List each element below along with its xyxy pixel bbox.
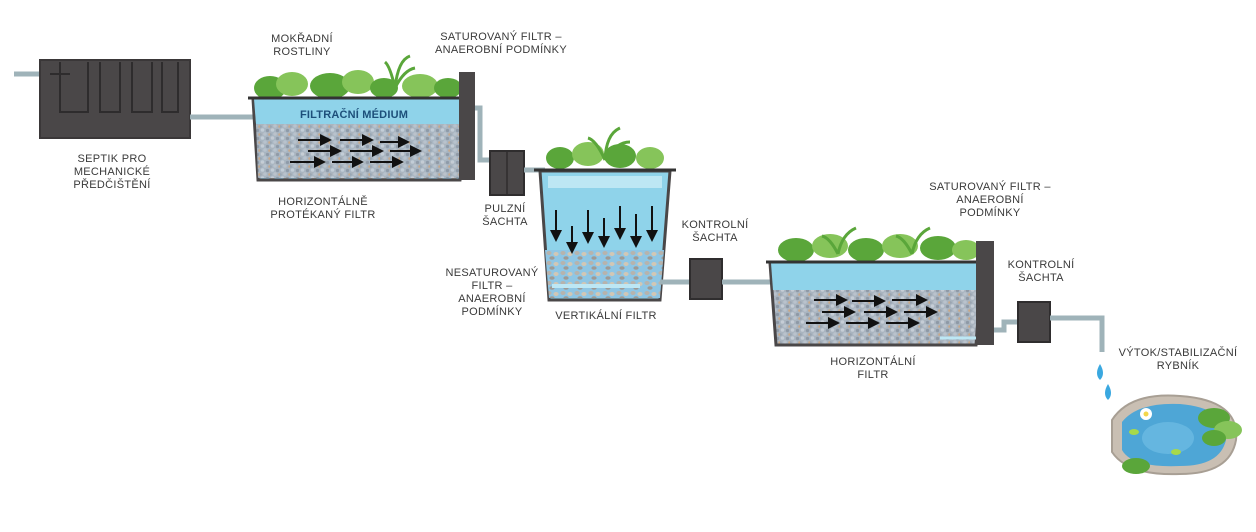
control-shaft-2 [1017, 301, 1105, 352]
label-pulse-shaft: PULZNÍ ŠACHTA [482, 203, 528, 228]
horizontal-filter [766, 226, 1018, 347]
saturation-wall-1 [459, 72, 475, 180]
label-horizontal-flow-filter: HORIZONTÁLNĚ PROTÉKANÝ FILTR [270, 196, 376, 221]
label-vertical-filter: VERTIKÁLNÍ FILTR [555, 310, 657, 322]
label-wetland-plants: MOKŘADNÍ ROSTLINY [271, 33, 333, 58]
pipe-filter1-to-pulse [475, 105, 490, 163]
wetland-plants-1 [254, 54, 462, 100]
stabilization-pond [1111, 394, 1242, 476]
control-shaft-1 [689, 258, 776, 300]
label-control-shaft-1: KONTROLNÍ ŠACHTA [681, 219, 749, 244]
label-control-shaft-2: KONTROLNÍ ŠACHTA [1007, 259, 1075, 284]
label-unsaturated-filter: NESATUROVANÝ FILTR – ANAEROBNÍ PODMÍNKY [445, 267, 539, 318]
pulse-shaft [489, 150, 545, 196]
label-saturated-filter-1: SATUROVANÝ FILTR – ANAEROBNÍ PODMÍNKY [435, 31, 567, 56]
water-drops [1097, 364, 1111, 400]
label-outflow-pond: VÝTOK/STABILIZAČNÍ RYBNÍK [1118, 347, 1238, 372]
vertical-filter [534, 126, 690, 302]
label-horizontal-filter: HORIZONTÁLNÍ FILTR [830, 356, 916, 381]
horizontal-flow-filter [248, 54, 490, 182]
label-filter-medium: FILTRAČNÍ MÉDIUM [300, 109, 409, 121]
label-saturated-filter-2: SATUROVANÝ FILTR – ANAEROBNÍ PODMÍNKY [929, 181, 1051, 219]
wetland-plants-3 [778, 226, 980, 262]
label-septic-tank: SEPTIK PRO MECHANICKÉ PŘEDČIŠTĚNÍ [73, 153, 151, 191]
septic-tank [14, 59, 254, 139]
saturation-wall-2 [976, 241, 994, 345]
wetland-plants-2 [546, 126, 664, 169]
